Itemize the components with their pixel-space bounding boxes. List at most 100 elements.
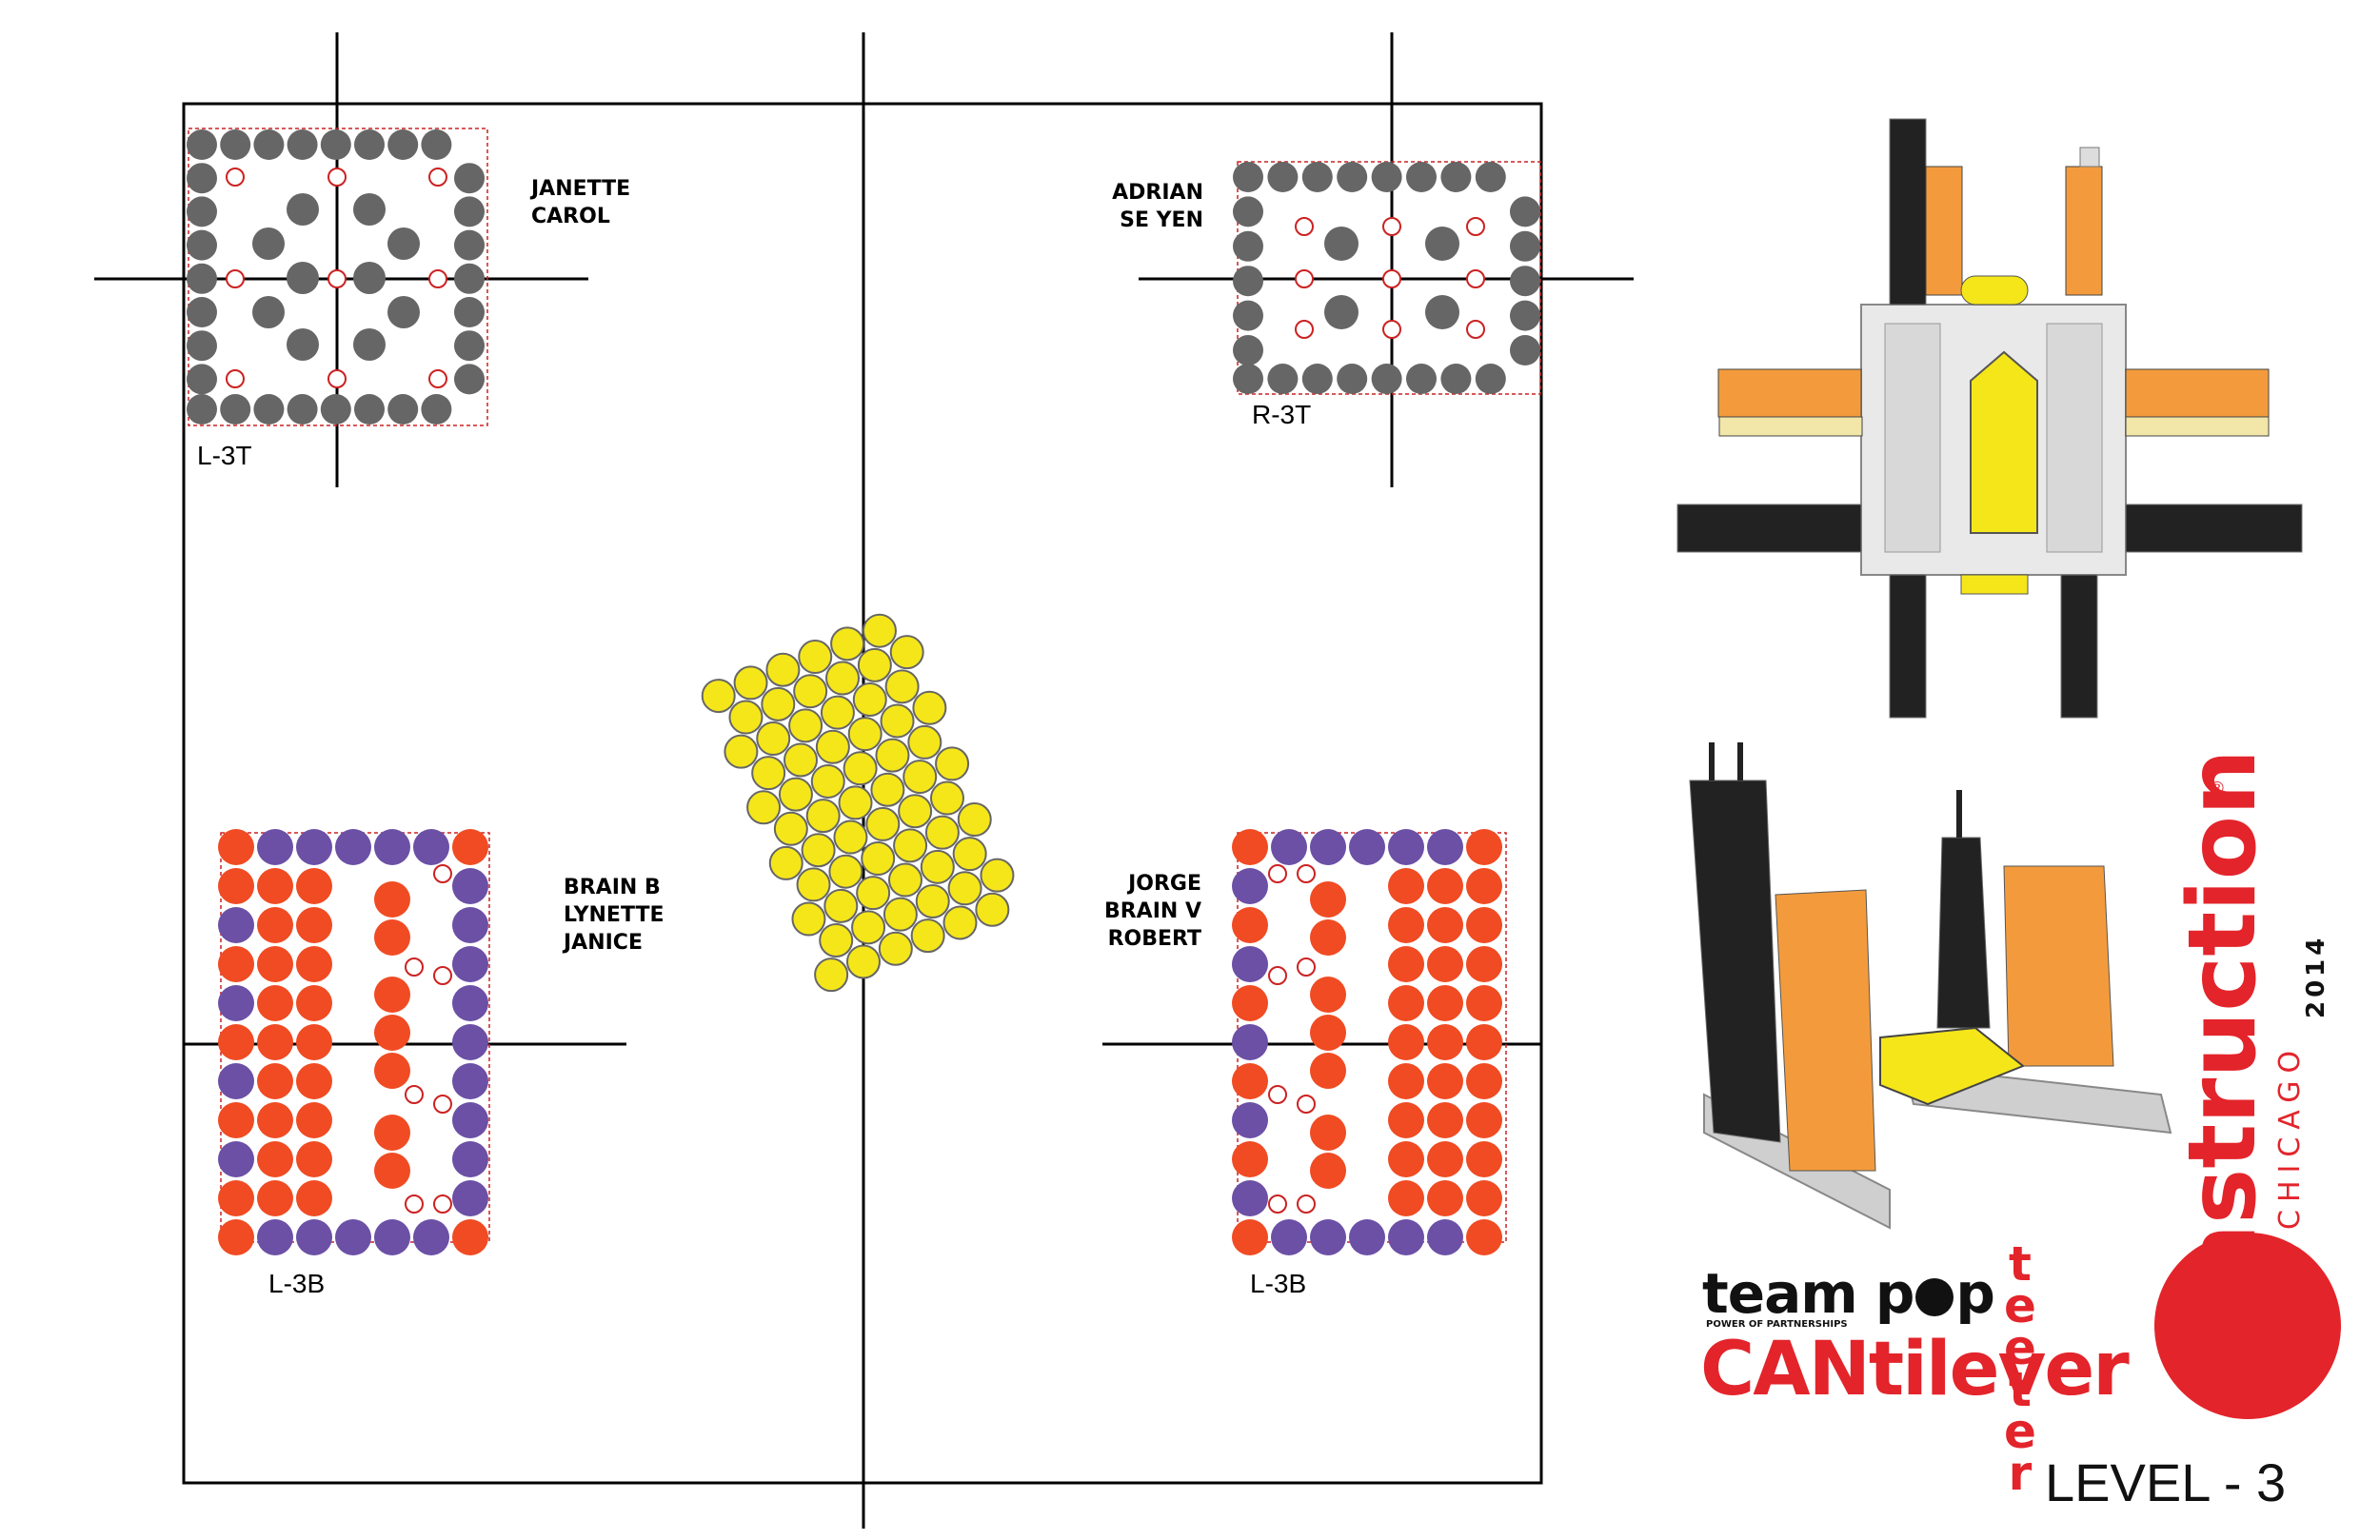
- perimeter-can: [452, 829, 488, 865]
- perimeter-can: [1301, 364, 1333, 394]
- yellow-can: [880, 703, 915, 739]
- yellow-can: [924, 815, 960, 850]
- interior-can: [1427, 985, 1463, 1021]
- perimeter-can: [421, 394, 452, 424]
- interior-can: [257, 1180, 293, 1216]
- tower-top-right-cap: [2079, 147, 2100, 168]
- perimeter-can: [1233, 335, 1263, 365]
- perimeter-can: [335, 829, 371, 865]
- interior-can: [374, 1015, 410, 1051]
- interior-can: [1427, 1141, 1463, 1177]
- interior-can: [1388, 907, 1424, 943]
- interior-can: [1388, 868, 1424, 904]
- perimeter-can: [1475, 162, 1506, 192]
- yellow-cap-top: [1960, 275, 2029, 306]
- yellow-can: [810, 763, 845, 799]
- can-layout-top-left: [187, 128, 488, 426]
- interior-can: [257, 1102, 293, 1138]
- side-can: [452, 1102, 488, 1138]
- interior-can: [1427, 946, 1463, 982]
- perimeter-can: [187, 263, 217, 294]
- side-can: [1466, 1141, 1502, 1177]
- side-can: [218, 868, 254, 904]
- wing-left-cream: [1718, 416, 1863, 437]
- perimeter-can: [320, 129, 351, 160]
- interior-can: [1310, 977, 1346, 1013]
- iso-building-orange-left: [1775, 889, 1876, 1172]
- interior-can: [287, 193, 319, 226]
- yellow-can: [902, 760, 938, 795]
- perimeter-can: [1510, 196, 1540, 227]
- interior-can: [296, 1063, 332, 1099]
- perimeter-can: [1475, 364, 1506, 394]
- side-can: [452, 1141, 488, 1177]
- yellow-can: [947, 871, 982, 906]
- yellow-can: [830, 626, 865, 661]
- perimeter-can: [1233, 196, 1263, 227]
- canstruction-year: 2014: [2302, 934, 2330, 1018]
- yellow-can: [833, 819, 868, 855]
- side-can: [1466, 1102, 1502, 1138]
- interior-can: [296, 1024, 332, 1060]
- yellow-can: [861, 841, 896, 877]
- perimeter-can: [1371, 162, 1402, 192]
- yellow-can: [856, 876, 891, 911]
- names-bottom-left: BRAIN B LYNETTE JANICE: [564, 876, 664, 955]
- interior-can: [1427, 907, 1463, 943]
- interior-can: [1388, 946, 1424, 982]
- yellow-can: [887, 862, 922, 898]
- placement-marker: [1466, 217, 1485, 236]
- yellow-can: [915, 883, 950, 918]
- perimeter-can: [187, 297, 217, 327]
- interior-can: [353, 193, 386, 226]
- wing-right-black: [2125, 503, 2303, 553]
- canstruction-wordmark: canstruction: [2169, 749, 2277, 1409]
- perimeter-can: [1388, 829, 1424, 865]
- interior-can: [1388, 1063, 1424, 1099]
- placement-marker: [428, 168, 447, 187]
- yellow-can: [851, 910, 886, 945]
- yellow-can: [788, 708, 823, 743]
- perimeter-can: [1233, 266, 1263, 297]
- placement-marker: [327, 369, 347, 388]
- team-pop-end: p: [1955, 1261, 1995, 1326]
- interior-can: [296, 868, 332, 904]
- placement-marker: [433, 966, 452, 985]
- yellow-can: [724, 734, 759, 769]
- perimeter-can: [452, 1219, 488, 1255]
- perimeter-can: [1510, 300, 1540, 331]
- interior-can: [387, 227, 420, 260]
- interior-can: [257, 946, 293, 982]
- can-layout-center-yellow: [701, 613, 1015, 993]
- placement-marker: [1297, 864, 1316, 883]
- side-can: [1232, 1141, 1268, 1177]
- placement-marker: [1466, 269, 1485, 288]
- side-can: [218, 1024, 254, 1060]
- perimeter-can: [1388, 1219, 1424, 1255]
- perimeter-can: [454, 196, 485, 227]
- side-can: [452, 1180, 488, 1216]
- interior-can: [374, 1115, 410, 1151]
- placement-marker: [428, 369, 447, 388]
- perimeter-can: [257, 1219, 293, 1255]
- perimeter-can: [454, 229, 485, 261]
- iso-tower-right: [1936, 837, 1991, 1029]
- side-can: [1466, 1063, 1502, 1099]
- side-can: [1466, 946, 1502, 982]
- placement-marker: [1382, 269, 1401, 288]
- interior-can: [1310, 919, 1346, 956]
- interior-can: [374, 881, 410, 918]
- side-can: [452, 907, 488, 943]
- perimeter-can: [374, 829, 410, 865]
- perimeter-can: [1267, 162, 1299, 192]
- placement-marker: [1295, 269, 1314, 288]
- yellow-can: [838, 785, 873, 820]
- team-pop-text: team p: [1702, 1261, 1914, 1326]
- placement-marker: [327, 168, 347, 187]
- yellow-can: [798, 640, 833, 675]
- side-can: [218, 1102, 254, 1138]
- perimeter-can: [1232, 1219, 1268, 1255]
- perimeter-can: [1440, 162, 1472, 192]
- interior-can: [296, 907, 332, 943]
- perimeter-can: [1233, 230, 1263, 262]
